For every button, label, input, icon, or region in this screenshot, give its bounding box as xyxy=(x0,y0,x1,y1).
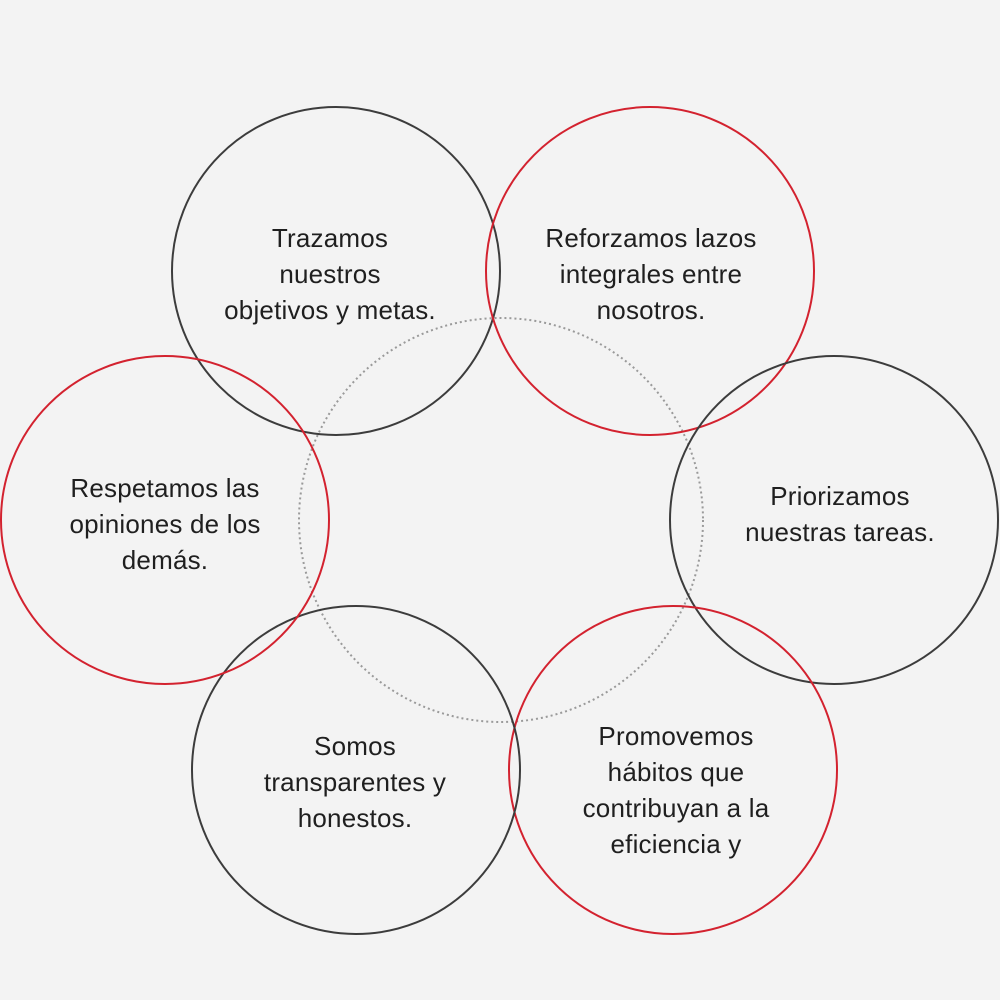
node-line: eficiencia y xyxy=(610,829,742,859)
node-line: Respetamos las xyxy=(70,473,260,503)
node-label-bottom-left: Somos transparentes y honestos. xyxy=(225,728,485,836)
center-dotted-ring xyxy=(298,317,704,723)
node-line: nuestros xyxy=(279,259,381,289)
node-line: Promovemos xyxy=(598,721,754,751)
node-label-bottom-right: Promovemos hábitos que contribuyan a la … xyxy=(546,718,806,862)
node-line: nuestras tareas. xyxy=(745,517,935,547)
node-line: objetivos y metas. xyxy=(224,295,436,325)
node-line: Somos xyxy=(314,731,396,761)
node-line: hábitos que xyxy=(607,757,745,787)
node-line: demás. xyxy=(121,545,209,575)
ring-top-right xyxy=(485,106,815,436)
ring-top-left xyxy=(171,106,501,436)
node-line: honestos. xyxy=(297,803,413,833)
node-line: opiniones de los xyxy=(69,509,261,539)
ring-right xyxy=(669,355,999,685)
node-label-right: Priorizamos nuestras tareas. xyxy=(710,478,970,550)
node-line: integrales entre xyxy=(559,259,743,289)
node-line: transparentes y xyxy=(263,767,447,797)
ring-bottom-left xyxy=(191,605,521,935)
node-line: contribuyan a la xyxy=(582,793,770,823)
ring-left xyxy=(0,355,330,685)
node-label-top-left: Trazamos nuestros objetivos y metas. xyxy=(200,220,460,328)
ring-bottom-right xyxy=(508,605,838,935)
node-line: Priorizamos xyxy=(770,481,910,511)
node-label-top-right: Reforzamos lazos integrales entre nosotr… xyxy=(521,220,781,328)
node-line: Reforzamos lazos xyxy=(545,223,757,253)
node-line: Trazamos xyxy=(271,223,389,253)
node-line: nosotros. xyxy=(596,295,706,325)
node-label-left: Respetamos las opiniones de los demás. xyxy=(35,470,295,578)
